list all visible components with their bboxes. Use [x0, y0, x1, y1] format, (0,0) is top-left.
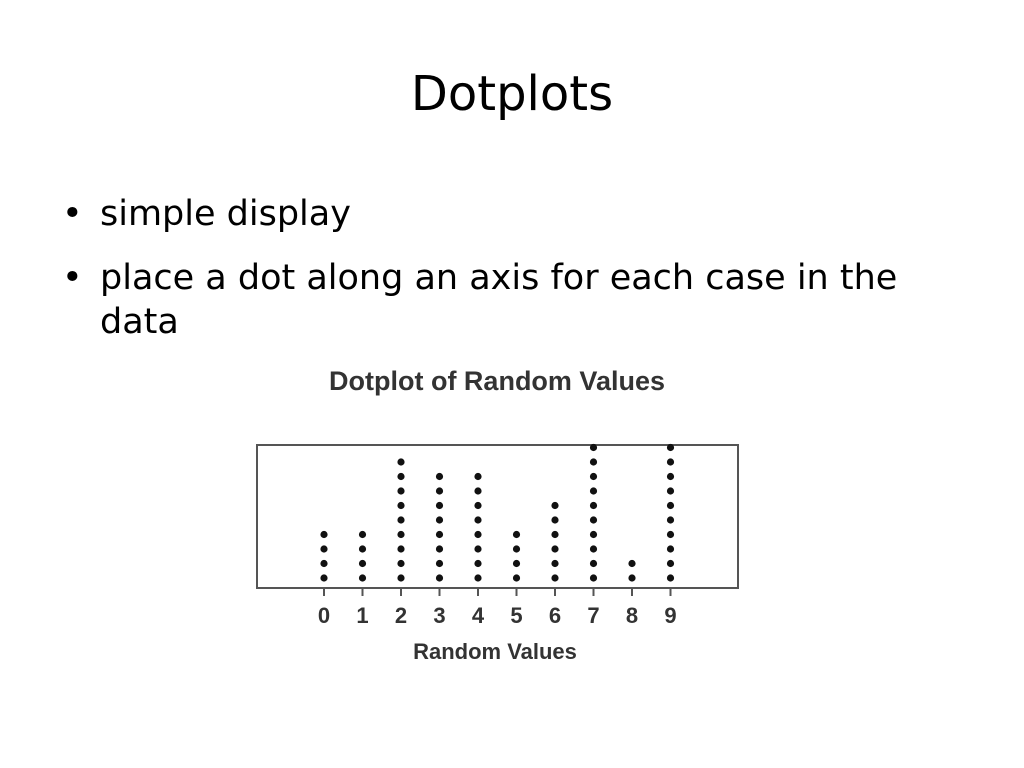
- data-dot: [397, 458, 405, 466]
- data-dot: [512, 574, 521, 582]
- data-dot: [397, 530, 405, 539]
- data-dot: [551, 530, 559, 539]
- data-dot: [474, 545, 482, 553]
- data-dot: [435, 487, 444, 495]
- data-dot: [512, 559, 521, 568]
- data-dot: [320, 530, 328, 539]
- data-dot: [666, 574, 675, 582]
- x-axis-label: Random Values: [413, 639, 577, 664]
- data-dot: [435, 530, 444, 539]
- chart-title: Dotplot of Random Values: [329, 366, 665, 396]
- data-dot: [435, 472, 444, 481]
- data-dot: [589, 545, 598, 553]
- data-dot: [512, 545, 521, 553]
- x-tick-label: 7: [587, 603, 599, 628]
- data-dot: [666, 458, 675, 466]
- data-dot: [435, 559, 444, 568]
- data-dot: [589, 487, 598, 495]
- data-dot: [628, 574, 636, 582]
- data-dot: [358, 559, 367, 568]
- data-dot: [358, 574, 367, 582]
- data-dot: [551, 545, 559, 553]
- data-dot: [474, 530, 482, 539]
- data-dot: [474, 472, 482, 481]
- x-tick-label: 9: [664, 603, 676, 628]
- data-dot: [589, 516, 598, 524]
- bullet-text: place a dot along an axis for each case …: [100, 258, 898, 342]
- x-tick-label: 6: [549, 603, 561, 628]
- x-tick-label: 5: [510, 603, 522, 628]
- data-dot: [397, 545, 405, 553]
- data-dot: [666, 545, 675, 553]
- data-dot: [474, 559, 482, 568]
- data-dot: [551, 501, 559, 510]
- data-dot: [666, 559, 675, 568]
- x-tick-label: 2: [395, 603, 407, 628]
- data-dot: [435, 501, 444, 510]
- data-dot: [628, 559, 636, 568]
- slide-title: Dotplots: [410, 66, 614, 122]
- data-dot: [474, 516, 482, 524]
- data-dot: [397, 559, 405, 568]
- x-tick-label: 3: [433, 603, 445, 628]
- data-dot: [512, 530, 521, 539]
- data-dot: [551, 559, 559, 568]
- data-dot: [589, 472, 598, 481]
- data-dot: [589, 458, 598, 466]
- bullet-item: • place a dot along an axis for each cas…: [62, 256, 942, 344]
- data-dot: [435, 545, 444, 553]
- data-dot: [666, 516, 675, 524]
- data-dots: [320, 443, 675, 582]
- bullet-item: • simple display: [62, 192, 942, 236]
- x-tick-label: 1: [356, 603, 368, 628]
- data-dot: [589, 501, 598, 510]
- data-dot: [589, 443, 598, 452]
- data-dot: [474, 487, 482, 495]
- data-dot: [474, 574, 482, 582]
- data-dot: [320, 545, 328, 553]
- data-dot: [320, 559, 328, 568]
- data-dot: [397, 574, 405, 582]
- x-tick-label: 4: [472, 603, 485, 628]
- data-dot: [551, 574, 559, 582]
- data-dot: [551, 516, 559, 524]
- bullet-dot-icon: •: [62, 258, 83, 298]
- data-dot: [589, 574, 598, 582]
- data-dot: [435, 516, 444, 524]
- data-dot: [358, 545, 367, 553]
- data-dot: [397, 472, 405, 481]
- data-dot: [397, 516, 405, 524]
- data-dot: [589, 559, 598, 568]
- data-dot: [397, 501, 405, 510]
- x-tick-label: 8: [626, 603, 638, 628]
- bullet-dot-icon: •: [62, 194, 83, 234]
- bullet-list: • simple display • place a dot along an …: [62, 192, 942, 364]
- data-dot: [666, 443, 675, 452]
- data-dot: [666, 501, 675, 510]
- data-dot: [474, 501, 482, 510]
- data-dot: [666, 530, 675, 539]
- data-dot: [666, 472, 675, 481]
- data-dot: [358, 530, 367, 539]
- x-axis-ticks: [323, 588, 672, 596]
- data-dot: [666, 487, 675, 495]
- x-tick-label: 0: [318, 603, 330, 628]
- data-dot: [397, 487, 405, 495]
- data-dot: [320, 574, 328, 582]
- bullet-text: simple display: [100, 194, 351, 234]
- plot-frame: [256, 444, 739, 589]
- data-dot: [589, 530, 598, 539]
- data-dot: [435, 574, 444, 582]
